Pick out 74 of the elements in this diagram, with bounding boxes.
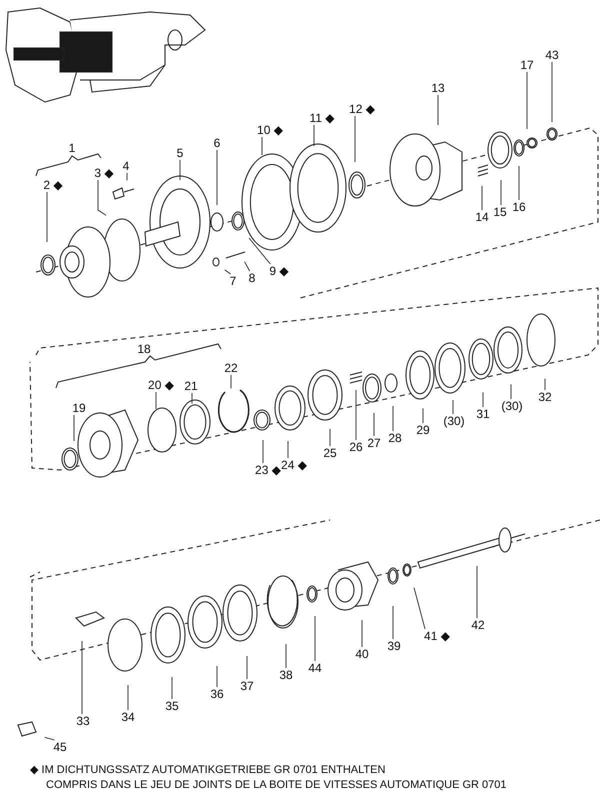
callout-number: 26 (348, 440, 364, 454)
callout-number: 24 ◆ (280, 458, 308, 472)
callout-number: 6 (212, 136, 222, 150)
callout-number: 29 (415, 423, 431, 437)
group-number: 1 (68, 142, 76, 154)
callout-number: 41 ◆ (423, 629, 451, 643)
leader-line (392, 406, 394, 432)
leader-line (224, 270, 232, 274)
callout-number: 15 (492, 205, 508, 219)
leader-line (544, 378, 546, 390)
leader-line (482, 392, 484, 408)
leader-line (314, 616, 316, 662)
callout-number: 17 (519, 58, 535, 72)
leader-line (510, 384, 512, 400)
leader-line (98, 180, 106, 216)
leader-line (216, 666, 218, 688)
callout-number: 35 (164, 699, 180, 713)
callout-number: 22 (223, 361, 239, 375)
callout-number: 20 ◆ (147, 378, 175, 392)
callout-number: 14 (474, 210, 490, 224)
callout-number: 21 (183, 379, 199, 393)
leader-line (354, 116, 356, 162)
callout-number: 28 (387, 431, 403, 445)
callout-number: (30) (442, 414, 466, 428)
callout-number: 33 (75, 714, 91, 728)
callout-number: 11 ◆ (308, 111, 336, 125)
callout-number: 9 ◆ (268, 264, 290, 278)
leader-line (422, 408, 424, 424)
callout-number: 7 (228, 274, 238, 288)
callout-number: 10 ◆ (256, 123, 284, 137)
callout-number: 40 (354, 647, 370, 661)
callout-number: 43 (544, 48, 560, 62)
leader-line (414, 587, 426, 630)
callout-number: 34 (120, 710, 136, 724)
callout-number: 23 ◆ (254, 463, 282, 477)
leader-line (518, 166, 520, 200)
leader-line (248, 238, 271, 264)
leader-line (44, 736, 55, 740)
group-number: 18 (137, 343, 151, 355)
callout-number: 42 (470, 618, 486, 632)
leader-line (244, 261, 250, 272)
leader-line (126, 172, 128, 181)
leader-line (392, 606, 394, 640)
callout-number: 2 ◆ (42, 178, 64, 192)
leader-line (216, 150, 218, 206)
leader-line (246, 656, 248, 680)
callout-number: 13 (430, 81, 446, 95)
callout-number: 45 (52, 740, 68, 754)
leader-line (452, 400, 454, 414)
leader-line (476, 566, 478, 618)
leader-line (526, 72, 528, 130)
callout-number: 37 (239, 679, 255, 693)
callout-number: 36 (209, 687, 225, 701)
callout-number: 31 (475, 407, 491, 421)
callout-number: 44 (307, 661, 323, 675)
callout-number: 39 (386, 639, 402, 653)
footnote: COMPRIS DANS LE JEU DE JOINTS DE LA BOITE DE VITESSES AUTOMATIQUE GR 0701 (46, 780, 506, 791)
callout-number: 5 (176, 146, 184, 160)
callout-number: 16 (511, 200, 527, 214)
callout-number: 32 (537, 390, 553, 404)
callout-number: (30) (500, 399, 524, 413)
callout-number: 25 (322, 446, 338, 460)
callout-number: 3 ◆ (93, 166, 115, 180)
leader-line (230, 374, 232, 389)
footnote: ◆ IM DICHTUNGSSATZ AUTOMATIKGETRIEBE GR 0701 ENTHALTEN (30, 765, 386, 776)
callout-number: 27 (366, 436, 382, 450)
callout-number: 19 (71, 401, 87, 415)
leader-line (262, 440, 264, 464)
callout-number: 8 (248, 271, 256, 285)
callout-number: 12 ◆ (348, 102, 376, 116)
leader-line (500, 180, 502, 206)
callout-number: 4 (122, 159, 130, 173)
leader-line (46, 192, 48, 242)
callout-number: 38 (278, 668, 294, 682)
